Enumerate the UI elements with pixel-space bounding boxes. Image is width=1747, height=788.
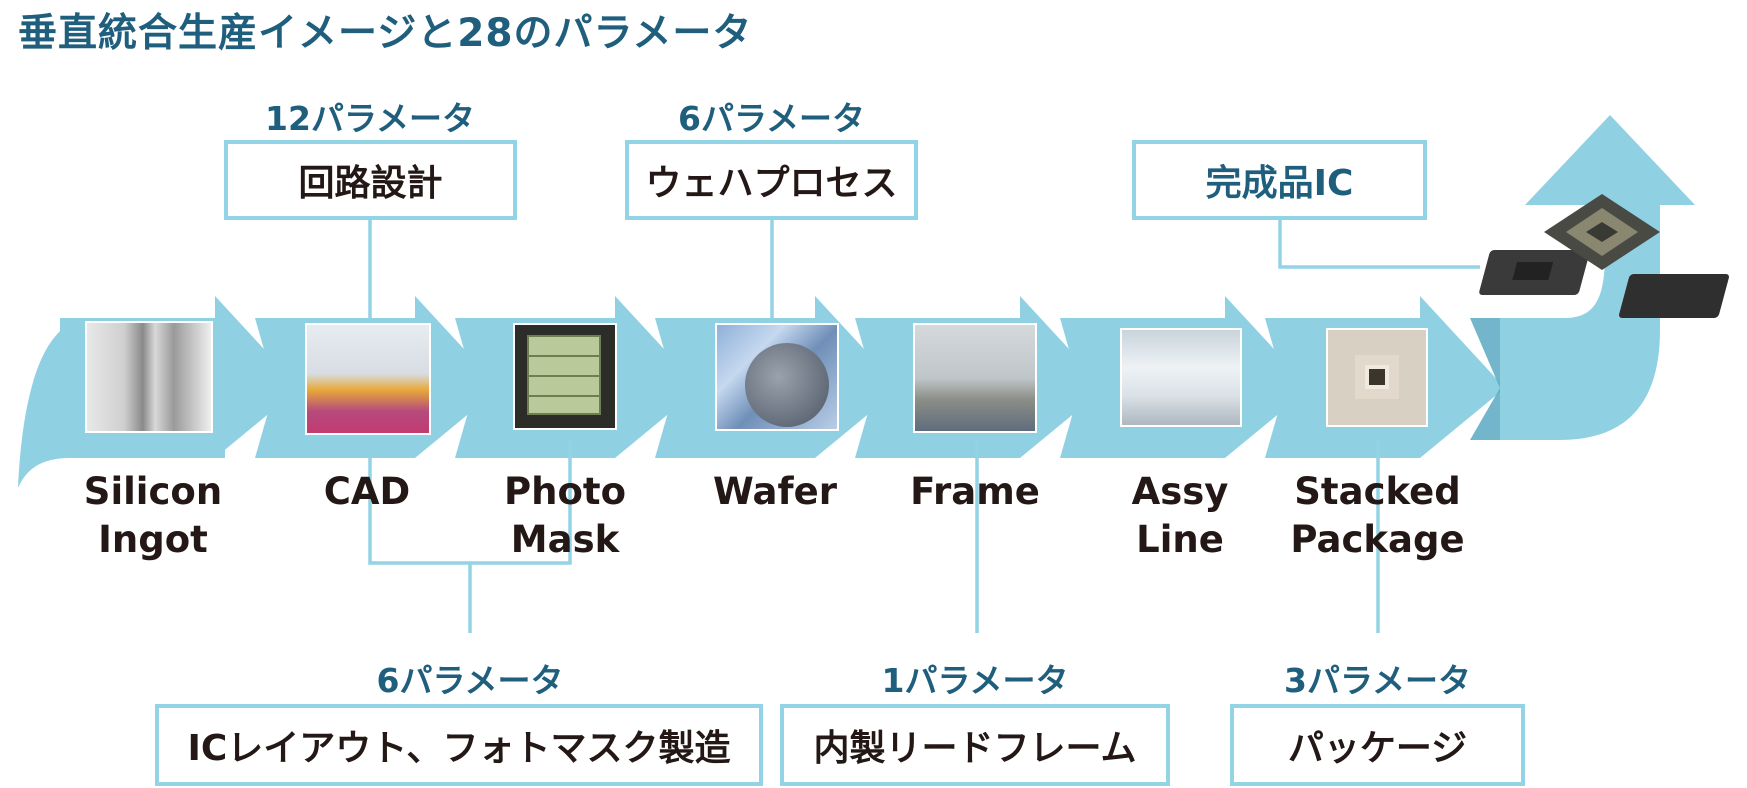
- package-box: パッケージ: [1230, 704, 1525, 786]
- stage-label-wafer: Wafer: [713, 470, 837, 513]
- finished-ic-label: 完成品IC: [1205, 163, 1354, 204]
- ic-layout-box: ICレイアウト、フォトマスク製造: [155, 704, 763, 786]
- wafer-process-label: ウェハプロセス: [645, 163, 898, 204]
- package-die: [1355, 355, 1399, 399]
- ic-layout-params: 6パラメータ: [376, 661, 564, 700]
- wafer-process-box: ウェハプロセス: [625, 140, 918, 220]
- page-title: 垂直統合生産イメージと28のパラメータ: [18, 11, 753, 56]
- package-params: 3パラメータ: [1284, 661, 1471, 700]
- photo-mask-photo: [515, 325, 615, 428]
- ic-layout-label: ICレイアウト、フォトマスク製造: [187, 728, 731, 769]
- stage-label-cad: CAD: [323, 470, 411, 513]
- wafer-disc: [745, 343, 829, 427]
- mask-pattern: [527, 335, 601, 415]
- cad-office-photo: [307, 325, 429, 433]
- lead-frame-label: 内製リードフレーム: [813, 728, 1137, 769]
- finished-ic-box: 完成品IC: [1132, 140, 1427, 220]
- ic-chip-top: [1544, 194, 1660, 270]
- finished-ic-chips: [1479, 194, 1729, 318]
- lead-frame-photo: [915, 325, 1035, 431]
- upward-arrow: [1500, 115, 1695, 440]
- circuit-design-box: 回路設計: [224, 140, 517, 220]
- ic-chip-left: [1479, 250, 1590, 295]
- circuit-design-label: 回路設計: [298, 163, 443, 204]
- wafer-process-params: 6パラメータ: [678, 99, 865, 138]
- assembly-line-photo: [1122, 330, 1240, 425]
- ic-chip-right: [1619, 274, 1729, 318]
- lead-frame-params: 1パラメータ: [881, 661, 1069, 700]
- silicon-ingot-photo: [87, 323, 211, 431]
- connector-lines: [368, 220, 1480, 633]
- stage-label-frame: Frame: [910, 470, 1040, 513]
- wafer-photo: [717, 325, 837, 429]
- circuit-design-params: 12パラメータ: [265, 99, 475, 138]
- lead-frame-box: 内製リードフレーム: [780, 704, 1170, 786]
- package-label: パッケージ: [1287, 728, 1468, 769]
- stacked-package-photo: [1328, 330, 1426, 425]
